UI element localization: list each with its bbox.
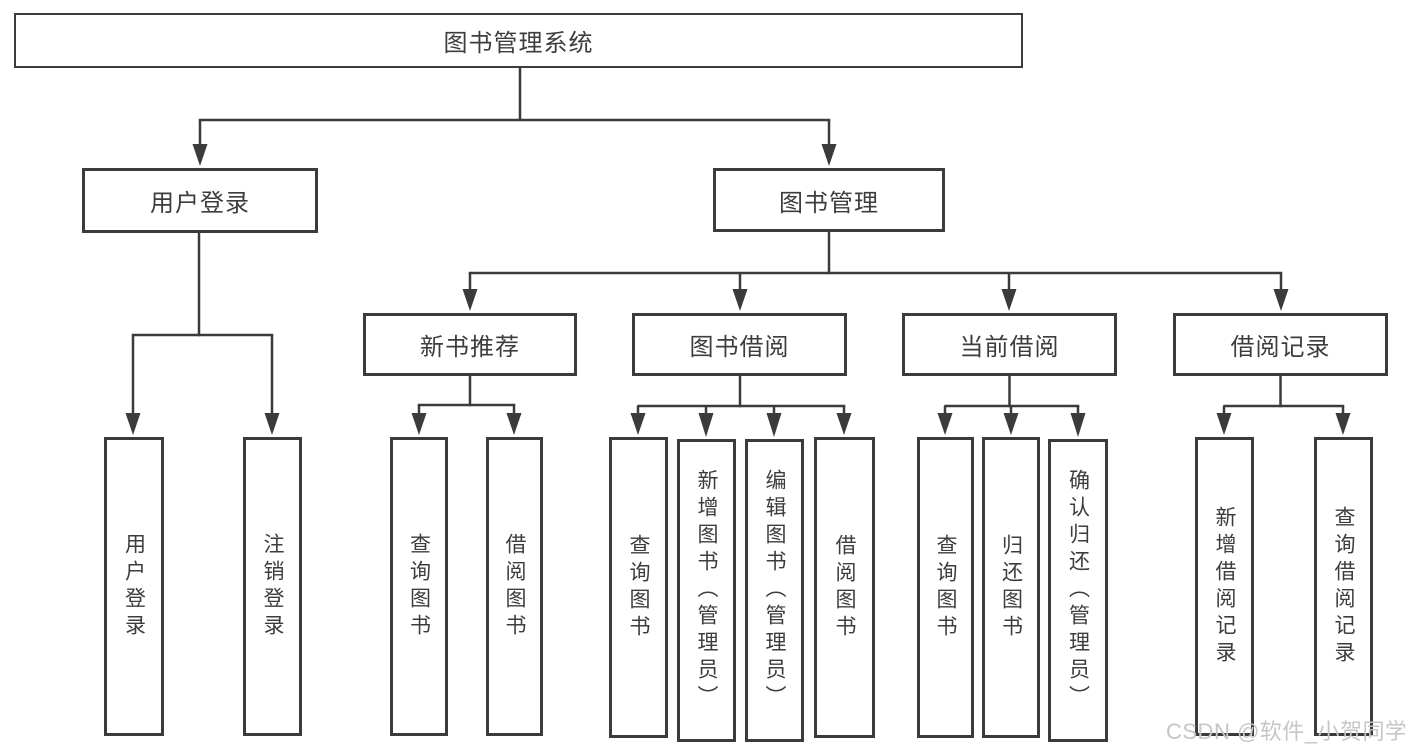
leaf-add-borrow-record: 新增借阅记录	[1195, 437, 1254, 736]
node-book-borrow: 图书借阅	[632, 313, 847, 376]
leaf-borrow-books: 借阅图书	[814, 437, 875, 738]
arrowheads	[125, 144, 1351, 437]
leaf-logout: 注销登录	[243, 437, 302, 736]
leaf-borrow-books-recommend: 借阅图书	[486, 437, 543, 736]
leaf-query-books-recommend: 查询图书	[390, 437, 448, 736]
leaf-edit-books-admin: 编辑图书（管理员）	[745, 439, 804, 742]
node-current-borrow: 当前借阅	[902, 313, 1117, 376]
leaf-query-books-borrow: 查询图书	[609, 437, 668, 738]
leaf-confirm-return-admin: 确认归还（管理员）	[1048, 439, 1108, 742]
node-new-book-recommend: 新书推荐	[363, 313, 577, 376]
node-borrow-records: 借阅记录	[1173, 313, 1388, 376]
node-root-system: 图书管理系统	[14, 13, 1023, 68]
leaf-query-books-current: 查询图书	[917, 437, 974, 738]
csdn-watermark: CSDN @软件_小贺同学	[1166, 719, 1405, 744]
leaf-query-borrow-record: 查询借阅记录	[1314, 437, 1373, 736]
leaf-return-books: 归还图书	[982, 437, 1040, 738]
leaf-add-books-admin: 新增图书（管理员）	[677, 439, 736, 742]
node-user-login: 用户登录	[82, 168, 318, 233]
node-book-management: 图书管理	[713, 168, 945, 232]
leaf-user-login: 用户登录	[104, 437, 164, 736]
